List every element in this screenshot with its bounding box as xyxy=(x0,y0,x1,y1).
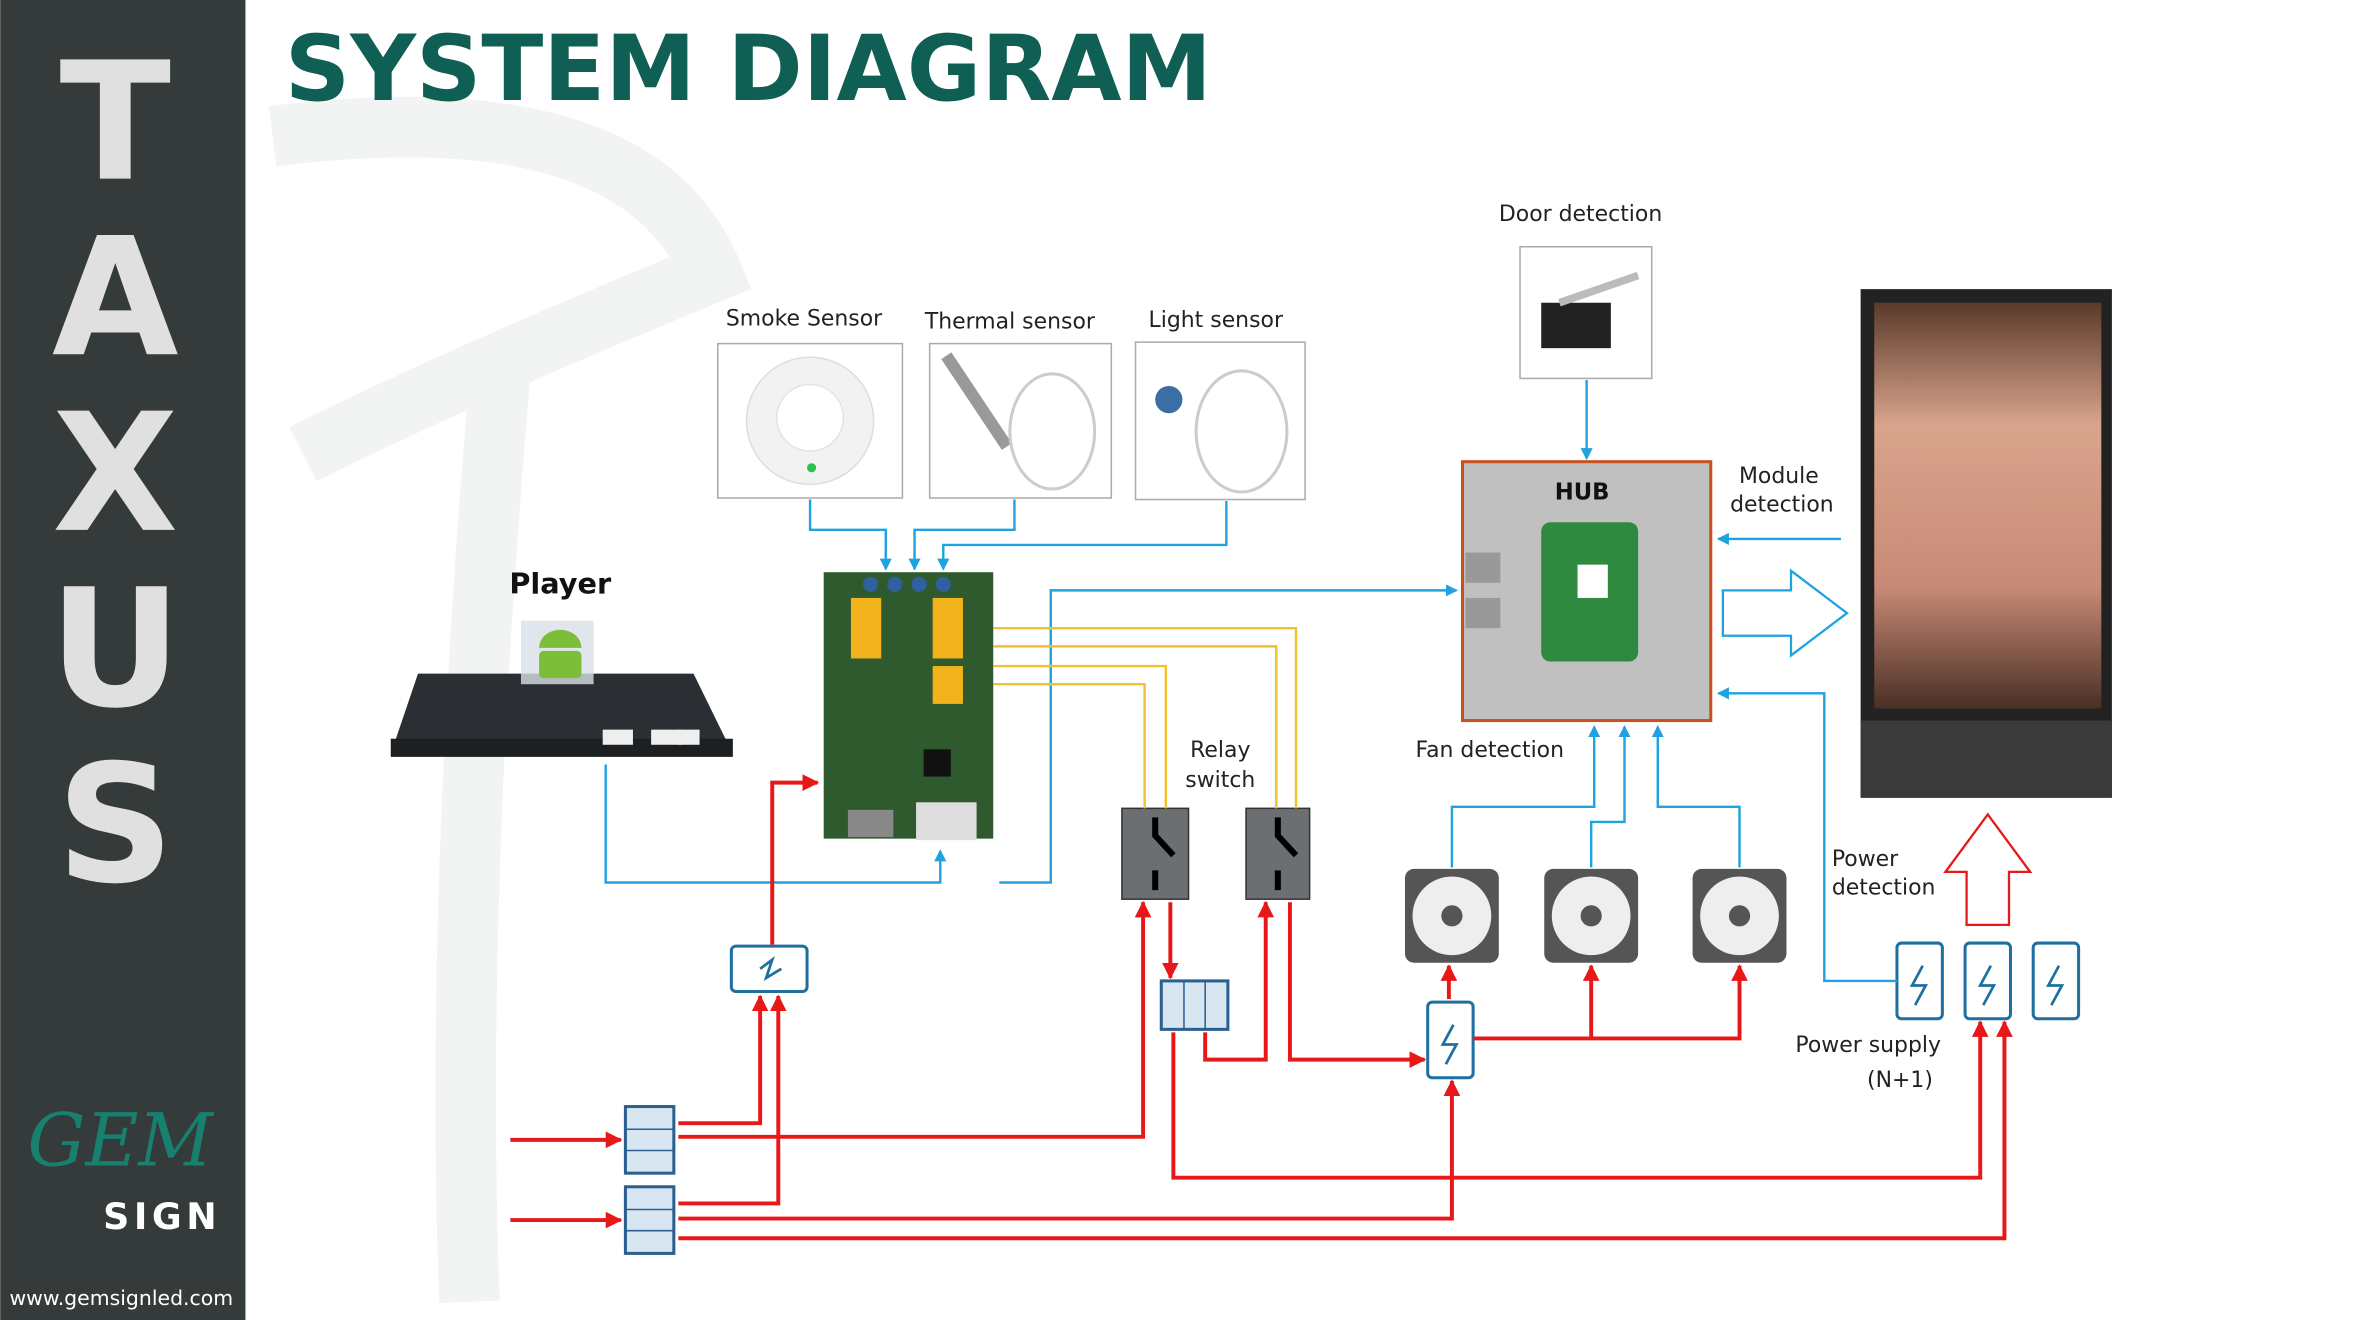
terminal-block xyxy=(623,1185,676,1255)
door-switch xyxy=(1519,245,1653,380)
fan-icon xyxy=(1544,868,1639,963)
website-link[interactable]: www.gemsignled.com xyxy=(9,1286,233,1310)
thermal-sensor-label: Thermal sensor xyxy=(924,309,1096,334)
sidebar-title: T A X U S xyxy=(49,27,182,920)
letter-s: S xyxy=(56,729,174,920)
letter-t: T xyxy=(59,27,171,218)
display-cabinet xyxy=(1860,289,2112,798)
logo-gem: GEM xyxy=(27,1100,214,1184)
letter-x: X xyxy=(52,378,178,569)
android-player xyxy=(390,620,733,757)
fan-icon xyxy=(1692,868,1787,963)
logo-sign: SIGN xyxy=(103,1195,221,1238)
android-icon xyxy=(539,629,582,679)
relay-switch-label: switch xyxy=(1185,768,1255,793)
hub-box xyxy=(1460,460,1713,723)
fan-detection-label: Fan detection xyxy=(1415,738,1564,763)
lightning-icon xyxy=(759,956,2065,1065)
letter-u: U xyxy=(49,553,182,744)
smoke-sensor xyxy=(716,342,904,499)
relay-switch-2 xyxy=(1245,807,1311,900)
module-detection-label: detection xyxy=(1730,493,1834,518)
letter-a: A xyxy=(52,202,179,393)
power-arrow xyxy=(1943,812,2033,927)
power-supply-label: Power supply xyxy=(1795,1033,1941,1058)
power-detection-label: detection xyxy=(1832,876,1936,901)
relay-switch-label: Relay xyxy=(1190,738,1250,763)
power-lines xyxy=(510,774,2013,1241)
sidebar xyxy=(0,0,246,1320)
light-sensor-label: Light sensor xyxy=(1149,308,1284,333)
terminal-block xyxy=(1159,979,1230,1031)
fan-icon xyxy=(1404,868,1499,963)
control-board xyxy=(823,572,994,841)
relay-switch-1 xyxy=(1121,807,1190,900)
hub-label: HUB xyxy=(1555,480,1610,506)
power-supply-icon xyxy=(1426,1000,1475,1080)
output-arrow xyxy=(1721,568,1849,658)
gemsign-logo: GEM SIGN xyxy=(27,1100,221,1239)
terminal-block xyxy=(623,1105,676,1175)
smoke-sensor-label: Smoke Sensor xyxy=(726,306,883,331)
power-supply-icon xyxy=(2031,941,2081,1021)
power-supply-icon xyxy=(1963,941,2012,1021)
power-supply-label: (N+1) xyxy=(1867,1068,1933,1093)
module-detection-label: Module xyxy=(1739,464,1819,489)
door-detection-label: Door detection xyxy=(1499,202,1662,227)
relay-lines xyxy=(993,627,1298,809)
player-label: Player xyxy=(509,566,612,600)
power-detection-label: Power xyxy=(1832,847,1899,872)
watermark xyxy=(268,96,752,482)
watermark xyxy=(435,375,530,1303)
thermal-sensor xyxy=(928,342,1113,499)
power-supply-icon xyxy=(1895,941,1944,1021)
light-sensor xyxy=(1134,341,1306,501)
page-title: SYSTEM DIAGRAM xyxy=(285,17,1212,122)
